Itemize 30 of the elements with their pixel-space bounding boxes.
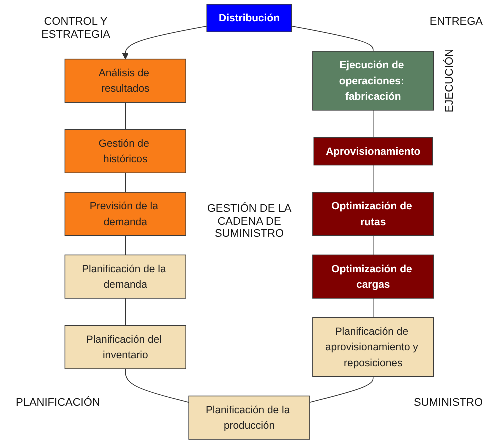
process-box: Análisis de resultados [64, 58, 186, 103]
connector [373, 110, 374, 138]
process-box: Planificación del inventario [64, 325, 186, 370]
connector [125, 235, 126, 256]
process-box: Planificación de la demanda [64, 254, 186, 299]
connector [125, 102, 126, 130]
process-box: Previsión de la demanda [64, 192, 186, 236]
connector [310, 376, 374, 403]
connector [125, 172, 126, 193]
connector [125, 298, 126, 326]
process-box: Optimización de rutas [312, 192, 434, 236]
connector [373, 235, 374, 256]
process-box: Planificación de la producción [188, 396, 310, 440]
connector [125, 368, 190, 403]
section-label: CONTROL Y ESTRATEGIA [40, 16, 112, 42]
center-label: GESTIÓN DE LA CADENA DE SUMINISTRO [206, 203, 293, 241]
section-label: ENTREGA [430, 16, 483, 29]
process-box: Distribución [206, 4, 292, 32]
connector [122, 26, 208, 60]
connector [292, 26, 374, 52]
process-box: Planificación de aprovisionamiento y reposiciones [312, 318, 434, 378]
process-box: Optimización de cargas [312, 254, 434, 299]
process-box: Ejecución de operaciones: fabricación [312, 51, 434, 111]
connector [373, 298, 374, 318]
process-box: Aprovisionamiento [314, 137, 433, 166]
section-label: EJECUCIÓN [444, 49, 457, 113]
section-label: SUMINISTRO [414, 397, 483, 410]
section-label: PLANIFICACIÓN [16, 397, 100, 410]
connector [373, 164, 374, 193]
process-box: Gestión de históricos [64, 129, 186, 174]
